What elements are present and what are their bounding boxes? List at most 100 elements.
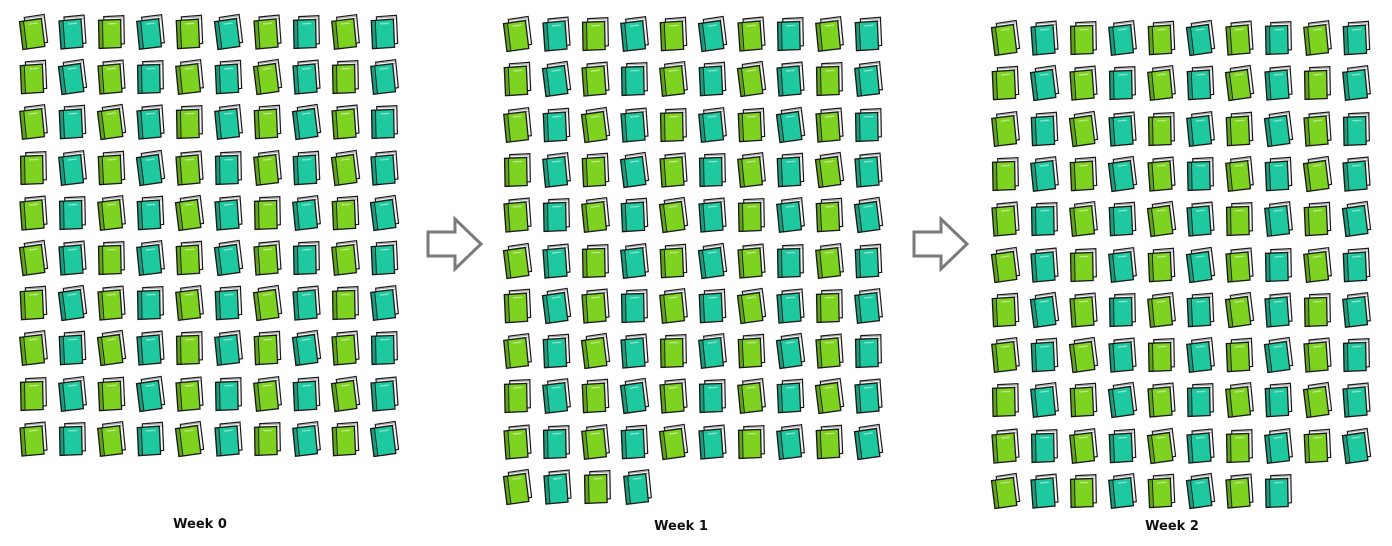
book-icon [578, 105, 612, 143]
book-icon [94, 12, 128, 50]
book-icon [289, 328, 323, 367]
book-icon [1027, 63, 1061, 102]
right-arrow-icon [911, 215, 971, 277]
book-icon [250, 238, 284, 276]
book-icon [1105, 154, 1139, 193]
book-icon [695, 286, 729, 324]
book-icon [578, 150, 612, 188]
book-icon [1105, 471, 1139, 510]
book-icon [1261, 18, 1295, 56]
book-icon [94, 102, 128, 141]
book-icon [1222, 426, 1256, 464]
book-icon [851, 150, 885, 188]
book-icon [1066, 109, 1100, 147]
book-icon [851, 286, 885, 324]
book-icon [1222, 199, 1256, 237]
book-icon [500, 241, 534, 279]
book-icon [539, 331, 573, 369]
book-icon [1300, 380, 1334, 419]
book-icon [1222, 380, 1256, 419]
book-icon [617, 150, 651, 189]
book-icon [94, 57, 128, 95]
book-icon [16, 374, 50, 412]
book-icon [1261, 154, 1295, 192]
book-icon [211, 328, 245, 367]
book-icon [1066, 199, 1100, 238]
book-icon [773, 241, 807, 279]
book-icon [656, 150, 690, 188]
book-icon [211, 12, 245, 51]
book-icon [988, 471, 1022, 510]
book-icon [133, 148, 167, 186]
book-icon [1183, 109, 1217, 147]
book-icon [1339, 199, 1373, 238]
book-icon [1339, 154, 1373, 192]
book-icon [1066, 471, 1100, 509]
book-icon [578, 59, 612, 98]
book-icon [617, 422, 651, 460]
book-icon [500, 195, 534, 233]
book-icon [94, 328, 128, 367]
book-icon [578, 14, 612, 52]
book-icon [500, 105, 534, 143]
book-icon [988, 63, 1022, 101]
book-icon [328, 419, 362, 457]
book-icon [289, 283, 323, 321]
book-icon [16, 328, 50, 367]
book-icon [1222, 245, 1256, 283]
book-icon [211, 57, 245, 95]
book-icon [328, 238, 362, 277]
book-icon [1339, 18, 1373, 56]
panel-label-week-2: Week 2 [1145, 519, 1199, 534]
book-icon [812, 14, 846, 53]
book-icon [172, 374, 206, 412]
book-icon [656, 376, 690, 415]
book-icon [172, 148, 206, 186]
book-icon [1222, 154, 1256, 192]
book-icon [1261, 245, 1295, 283]
book-icon [1339, 109, 1373, 147]
book-icon [1222, 471, 1256, 509]
book-icon [250, 193, 284, 231]
book-icon [250, 102, 284, 140]
book-icon [1300, 245, 1334, 283]
book-icon [539, 376, 573, 415]
book-icon [695, 150, 729, 188]
book-icon [55, 57, 89, 96]
book-icon [211, 102, 245, 141]
book-icon [580, 467, 614, 505]
book-icon [851, 241, 885, 279]
book-icon [1261, 380, 1295, 418]
book-icon [250, 148, 284, 186]
book-icon [812, 59, 846, 97]
book-icon [328, 193, 362, 231]
book-icon [55, 283, 89, 322]
book-icon [1144, 290, 1178, 328]
book-icon [734, 14, 768, 52]
book-icon [617, 286, 651, 324]
book-icon [1027, 335, 1061, 373]
book-icon [734, 150, 768, 188]
book-icon [16, 102, 50, 141]
book-icon [578, 241, 612, 279]
book-icon [289, 102, 323, 141]
book-icon [1066, 245, 1100, 283]
right-arrow-icon [425, 215, 485, 277]
book-icon [656, 331, 690, 369]
book-icon [94, 283, 128, 321]
book-icon [211, 419, 245, 457]
book-icon [1144, 199, 1178, 238]
book-icon [94, 148, 128, 186]
book-icon [695, 195, 729, 233]
book-icon [1261, 63, 1295, 102]
book-icon [539, 286, 573, 325]
book-icon [851, 422, 885, 460]
book-icon [1144, 426, 1178, 464]
book-icon [133, 12, 167, 51]
book-icon [1066, 335, 1100, 374]
book-icon [172, 12, 206, 50]
book-icon [289, 12, 323, 50]
book-icon [812, 105, 846, 143]
book-icon [1027, 426, 1061, 464]
book-icon [1222, 63, 1256, 102]
